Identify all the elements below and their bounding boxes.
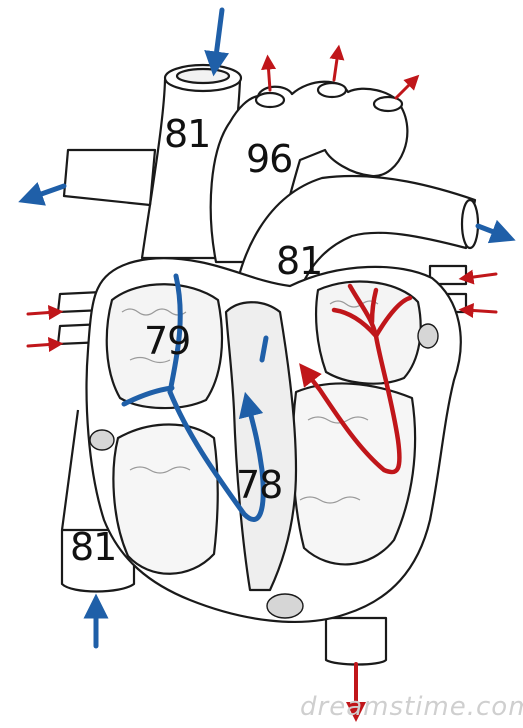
svc-inflow-arrow — [215, 10, 222, 64]
left-vein-arrow-1 — [28, 312, 56, 314]
label-superior-vena-cava: 81 — [164, 115, 210, 153]
aorta-outflow-arrow-1 — [268, 62, 270, 90]
left-outflow-arrow — [30, 186, 64, 198]
aorta-outflow-arrow-2 — [334, 52, 338, 80]
pulmonary-vein-arrow-1 — [466, 274, 496, 278]
label-inferior-vena-cava: 81 — [70, 528, 116, 566]
label-right-atrium: 79 — [144, 322, 190, 360]
left-vein-arrow-2 — [28, 344, 56, 346]
aorta-outflow-arrow-3 — [396, 80, 414, 98]
label-pulmonary-artery: 81 — [276, 242, 322, 280]
pulmonary-outflow-arrow — [478, 226, 504, 236]
pulmonary-vein-arrow-2 — [466, 310, 496, 312]
watermark: dreamstime.com — [300, 692, 523, 722]
label-aorta: 96 — [246, 140, 292, 178]
label-right-ventricle: 78 — [236, 466, 282, 504]
descending-aorta — [326, 618, 386, 665]
brachiocephalic-vessel — [64, 150, 155, 205]
